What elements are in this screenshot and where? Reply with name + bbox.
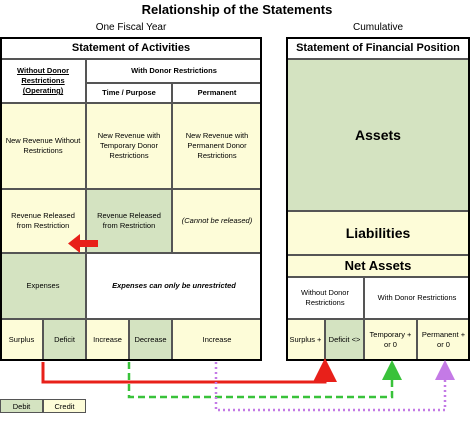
assets-cell: Assets <box>286 59 470 211</box>
position-temporary: Temporary + or 0 <box>364 319 417 361</box>
position-col-without: Without Donor Restrictions <box>286 277 364 319</box>
temporary-flow-arrow <box>127 360 402 399</box>
surplus-cell: Surplus <box>0 319 43 361</box>
position-deficit: Deficit <> <box>325 319 364 361</box>
cannot-be-released: (Cannot be released) <box>172 189 262 253</box>
new-revenue-temporary: New Revenue with Temporary Donor Restric… <box>86 103 172 189</box>
permanent-flow-arrow <box>214 360 455 412</box>
revenue-released-time: Revenue Released from Restriction <box>86 189 172 253</box>
decrease-time-cell: Decrease <box>129 319 172 361</box>
col-perm-header: Permanent <box>172 83 262 103</box>
increase-perm-cell: Increase <box>172 319 262 361</box>
new-revenue-permanent: New Revenue with Permanent Donor Restric… <box>172 103 262 189</box>
expenses-cell: Expenses <box>0 253 86 319</box>
deficit-cell: Deficit <box>43 319 86 361</box>
net-assets-cell: Net Assets <box>286 255 470 277</box>
release-arrow <box>68 234 98 253</box>
col-with-header: With Donor Restrictions <box>86 59 262 83</box>
left-caption: One Fiscal Year <box>95 22 167 33</box>
increase-time-cell: Increase <box>86 319 129 361</box>
liabilities-cell: Liabilities <box>286 211 470 255</box>
position-frame <box>286 37 470 361</box>
col-time-header: Time / Purpose <box>86 83 172 103</box>
legend-debit: Debit <box>0 399 43 413</box>
diagram-title: Relationship of the Statements <box>141 2 333 17</box>
unrestricted-flow-arrow <box>41 358 337 384</box>
right-caption: Cumulative <box>352 22 404 33</box>
legend-credit: Credit <box>43 399 86 413</box>
activities-frame <box>0 37 262 361</box>
position-col-with: With Donor Restrictions <box>364 277 470 319</box>
new-revenue-without: New Revenue Without Restrictions <box>0 103 86 189</box>
expenses-note: Expenses can only be unrestricted <box>86 253 262 319</box>
